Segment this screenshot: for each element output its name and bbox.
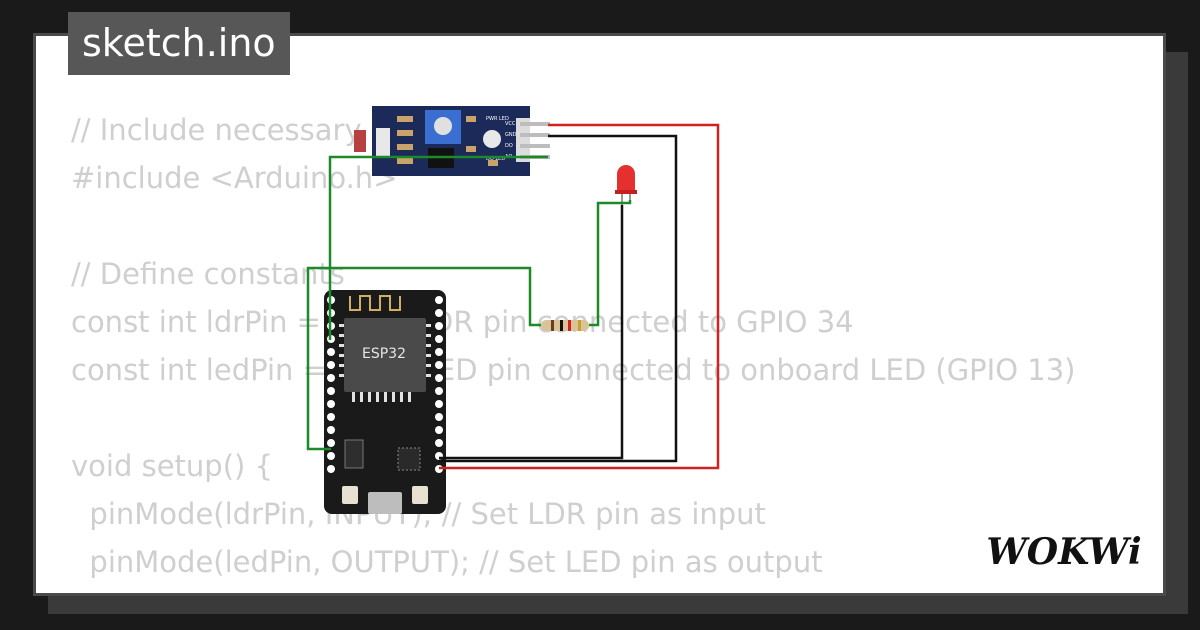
pwr-led-label: PWR LED: [486, 116, 509, 122]
wire-vcc: [439, 123, 720, 470]
pin-label-gnd: GND: [505, 132, 517, 138]
wire-resistor-led: [589, 200, 632, 327]
resistor[interactable]: [541, 320, 589, 331]
esp32-chip-label: ESP32: [362, 346, 406, 362]
pin-label-vcc: VCC: [505, 121, 516, 127]
code-line: // Include necessary: [71, 113, 362, 147]
preview-card: // Include necessary #include <Arduino.h>…: [33, 33, 1166, 596]
file-tab[interactable]: sketch.ino: [68, 12, 290, 75]
red-led[interactable]: [615, 165, 637, 205]
code-line: pinMode(ldrPin, INPUT); // Set LDR pin a…: [89, 497, 766, 531]
code-line: const int ledPin = 13; // LED pin connec…: [71, 353, 1076, 387]
wire-led-cathode: [439, 205, 624, 460]
ldr-sensor-module[interactable]: VCC GND DO AO PWR LED DO LED: [354, 106, 550, 176]
wire-ao: [328, 155, 548, 340]
wires: [306, 123, 720, 470]
code-editor: // Include necessary #include <Arduino.h>…: [71, 106, 1075, 586]
code-line: // Define constants: [71, 257, 345, 291]
wire-led-gpio: [306, 266, 541, 451]
pin-label-do: DO: [505, 143, 513, 149]
do-led-label: DO LED: [486, 156, 505, 162]
code-line: void setup() {: [71, 449, 273, 483]
esp32-board[interactable]: ESP32: [324, 290, 446, 514]
code-line: #include <Arduino.h>: [71, 161, 398, 195]
wokwi-logo: WOKWi: [986, 531, 1141, 573]
code-line: pinMode(ledPin, OUTPUT); // Set LED pin …: [71, 545, 823, 579]
wokwi-logo-text: WOKWi: [986, 531, 1141, 573]
file-tab-label: sketch.ino: [82, 21, 276, 65]
wire-gnd: [439, 134, 678, 463]
